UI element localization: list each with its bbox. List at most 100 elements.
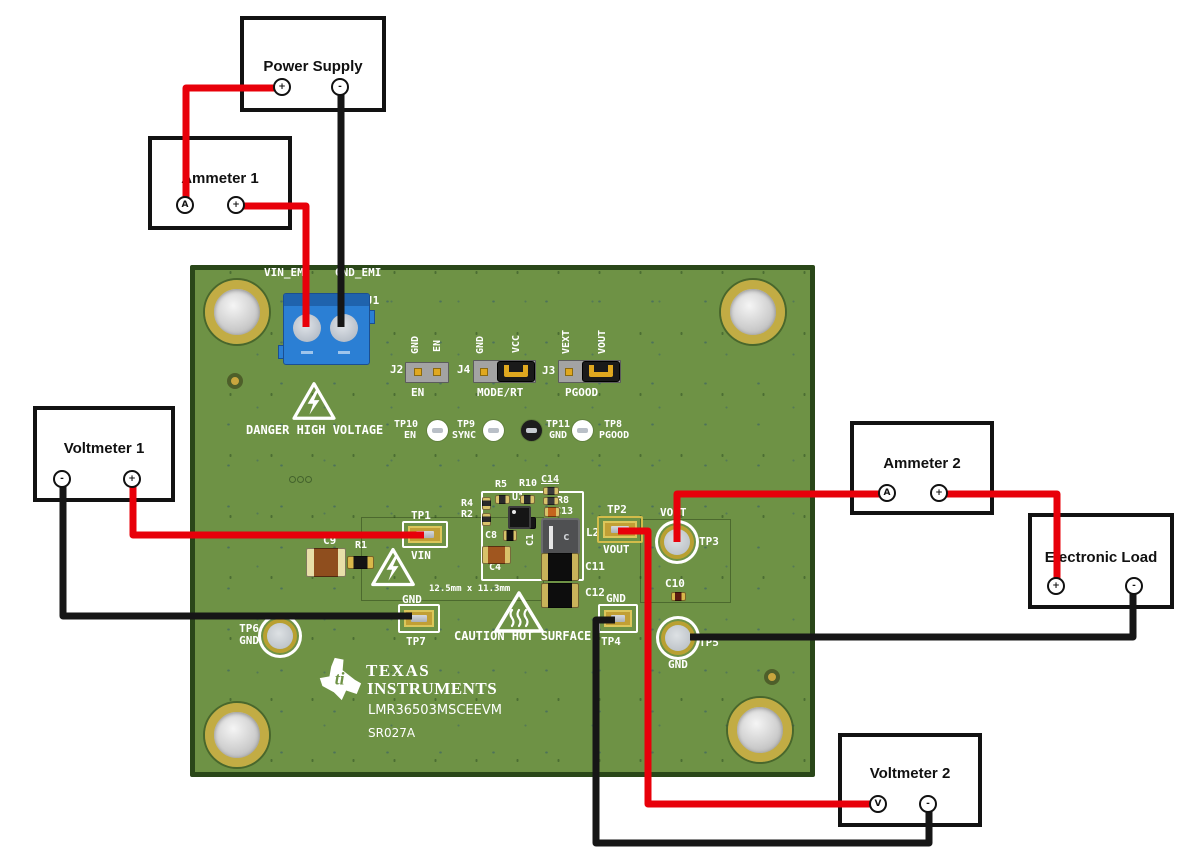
c10-capacitor bbox=[671, 592, 686, 601]
mounting-hole-top-left bbox=[205, 280, 269, 344]
electronic-load-positive-terminal: + bbox=[1047, 577, 1065, 595]
tp10-ref-label: TP10 bbox=[394, 419, 419, 430]
j2-name-label: EN bbox=[411, 386, 425, 399]
u1-ic bbox=[508, 506, 531, 529]
power-supply-negative-terminal: - bbox=[331, 78, 349, 96]
j1-ref-label: J1 bbox=[366, 294, 380, 307]
j2-header bbox=[405, 362, 449, 383]
j3-pin2-label: VOUT bbox=[597, 329, 608, 355]
via-dot bbox=[305, 476, 312, 483]
brand-line1: TEXAS bbox=[366, 661, 431, 680]
tp2-pad bbox=[603, 521, 637, 538]
r5-label: R5 bbox=[495, 479, 508, 490]
voltmeter2-negative-terminal: - bbox=[919, 795, 937, 813]
hot-surface-warning-text: CAUTION HOT SURFACE bbox=[454, 629, 592, 643]
tp2-signal-label: VOUT bbox=[603, 543, 630, 556]
hot-surface-triangle-icon bbox=[494, 591, 544, 633]
ammeter2-box: Ammeter 2 bbox=[850, 421, 994, 515]
j1-screw-vin bbox=[293, 314, 321, 342]
c9-label: C9 bbox=[323, 534, 337, 547]
tp9-ref-label: TP9 bbox=[457, 419, 476, 430]
tp2-ref-label: TP2 bbox=[607, 503, 627, 516]
power-supply-box: Power Supply bbox=[240, 16, 386, 112]
r2-label: R2 bbox=[461, 509, 474, 520]
tp8-ref-label: TP8 bbox=[604, 419, 623, 430]
via-dot bbox=[289, 476, 296, 483]
l2-mark: c bbox=[563, 530, 570, 543]
mounting-hole-bottom-right bbox=[728, 698, 792, 762]
tp1-signal-label: VIN bbox=[411, 549, 431, 562]
u1-label: U1 bbox=[512, 492, 525, 503]
r5-resistor bbox=[495, 495, 510, 504]
c1-label: C1 bbox=[525, 533, 536, 547]
tp8-testpoint bbox=[572, 420, 593, 441]
c14-capacitor bbox=[543, 487, 559, 495]
j2-pin bbox=[433, 368, 441, 376]
ti-logo: ti bbox=[319, 657, 362, 701]
j1-screw-gnd bbox=[330, 314, 358, 342]
c14-label: C14 bbox=[541, 474, 560, 485]
ammeter1-out-terminal: + bbox=[227, 196, 245, 214]
power-supply-label: Power Supply bbox=[263, 58, 363, 75]
c13-label: C13 bbox=[555, 506, 574, 517]
tp7-ref-label: TP7 bbox=[406, 635, 426, 648]
mounting-hole-bottom-left bbox=[205, 703, 269, 767]
tp4-pad bbox=[604, 610, 632, 627]
tp8-signal-label: PGOOD bbox=[599, 430, 630, 441]
voltmeter2-box: Voltmeter 2 bbox=[838, 733, 982, 827]
ic-cluster-silk-box bbox=[481, 491, 584, 581]
tp1-ref-label: TP1 bbox=[411, 509, 431, 522]
tp4-signal-label: GND bbox=[606, 592, 626, 605]
r4-label: R4 bbox=[461, 498, 474, 509]
tp7-pad bbox=[404, 610, 434, 627]
ammeter1-a-terminal: A bbox=[176, 196, 194, 214]
tp1-pad bbox=[408, 526, 442, 543]
board-revision: SR027A bbox=[368, 726, 416, 740]
c10-label: C10 bbox=[665, 577, 685, 590]
electronic-load-negative-terminal: - bbox=[1125, 577, 1143, 595]
c11-capacitor bbox=[541, 553, 579, 581]
via-dot bbox=[297, 476, 304, 483]
board-model: LMR36503MSCEEVM bbox=[368, 703, 502, 718]
high-voltage-triangle-icon bbox=[292, 382, 336, 420]
c14b-capacitor bbox=[543, 497, 559, 505]
j4-pin1-label: GND bbox=[475, 335, 486, 355]
j4-name-label: MODE/RT bbox=[477, 386, 524, 399]
voltmeter2-v-terminal: V bbox=[869, 795, 887, 813]
c11-label: C11 bbox=[585, 560, 605, 573]
ammeter1-label: Ammeter 1 bbox=[181, 170, 259, 187]
r10-resistor bbox=[520, 495, 535, 504]
c4-label: C4 bbox=[489, 562, 502, 573]
svg-text:ti: ti bbox=[335, 668, 345, 688]
j3-jumper-shunt bbox=[582, 361, 620, 382]
c12-capacitor bbox=[541, 583, 579, 608]
j1-mark bbox=[338, 351, 350, 354]
fiducial-dot bbox=[227, 373, 243, 389]
voltmeter1-negative-terminal: - bbox=[53, 470, 71, 488]
j4-pin2-label: VCC bbox=[511, 334, 522, 354]
tp6-testpoint bbox=[267, 623, 293, 649]
r8-label: R8 bbox=[557, 495, 570, 506]
tp11-ref-label: TP11 bbox=[546, 419, 571, 430]
ammeter2-a-terminal: A bbox=[878, 484, 896, 502]
tp10-testpoint bbox=[427, 420, 448, 441]
tp5-ref-label: TP5 bbox=[699, 636, 719, 649]
voltmeter1-positive-terminal: + bbox=[123, 470, 141, 488]
j2-pin1-label: GND bbox=[410, 335, 421, 355]
voltmeter1-box: Voltmeter 1 bbox=[33, 406, 175, 502]
j3-pin bbox=[565, 368, 573, 376]
r8-resistor bbox=[544, 507, 560, 517]
tp9-testpoint bbox=[483, 420, 504, 441]
j1-terminal-block bbox=[283, 293, 370, 365]
j4-ref-label: J4 bbox=[457, 363, 471, 376]
ammeter2-label: Ammeter 2 bbox=[883, 455, 961, 472]
c8-label: C8 bbox=[485, 530, 498, 541]
voltmeter2-label: Voltmeter 2 bbox=[869, 765, 951, 782]
voltmeter1-label: Voltmeter 1 bbox=[63, 440, 145, 457]
ammeter1-box: Ammeter 1 bbox=[148, 136, 292, 230]
dimensions-note: 12.5mm x 11.3mm bbox=[429, 584, 511, 594]
high-voltage-triangle-icon bbox=[371, 547, 415, 587]
j2-pin2-label: EN bbox=[432, 339, 443, 353]
j1-mark bbox=[301, 351, 313, 354]
power-supply-positive-terminal: + bbox=[273, 78, 291, 96]
